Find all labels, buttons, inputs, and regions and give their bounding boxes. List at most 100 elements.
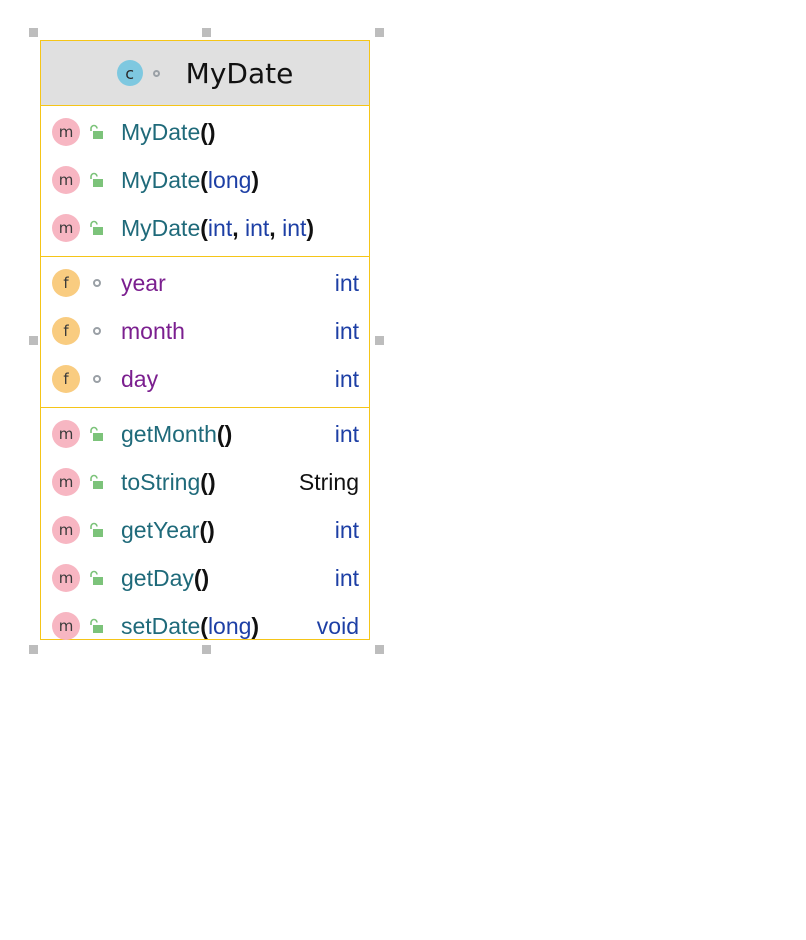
class-icon: c — [116, 60, 143, 86]
package-private-icon — [93, 327, 101, 335]
method-icon: m — [52, 420, 80, 448]
close-paren: ) — [251, 166, 260, 193]
method-name: toString — [121, 468, 201, 495]
method-row[interactable]: m getMonth() int — [41, 410, 369, 458]
resize-handle-bottom-left[interactable] — [29, 645, 38, 654]
open-paren: ( — [216, 420, 225, 447]
class-header: c MyDate — [41, 41, 369, 106]
param-type: int — [282, 214, 307, 241]
field-type: int — [334, 317, 359, 344]
close-paren: ) — [201, 564, 210, 591]
method-signature: getMonth() — [121, 421, 232, 448]
public-lock-icon — [88, 220, 104, 236]
method-name: getYear — [121, 516, 200, 543]
open-paren: ( — [200, 118, 208, 145]
close-paren: ) — [251, 612, 260, 639]
field-name: year — [121, 269, 166, 296]
method-signature: setDate(long) — [121, 613, 259, 640]
class-name: MyDate — [185, 56, 294, 90]
method-icon: m — [52, 612, 80, 640]
constructor-name: MyDate — [121, 214, 201, 241]
open-paren: ( — [199, 516, 208, 543]
field-signature: day — [121, 366, 158, 393]
method-icon: m — [52, 118, 80, 146]
field-signature: year — [121, 270, 166, 297]
method-icon: m — [52, 166, 80, 194]
method-icon: m — [52, 564, 80, 592]
package-private-icon — [93, 375, 101, 383]
field-name: day — [121, 365, 159, 392]
param-type: int — [245, 214, 270, 241]
open-paren: ( — [200, 612, 208, 639]
fields-section: f year int f month int f day int — [41, 257, 369, 408]
param-type: int — [207, 214, 233, 241]
return-type: String — [298, 468, 359, 495]
close-paren: ) — [207, 516, 215, 543]
close-paren: ) — [224, 420, 233, 447]
return-type: int — [334, 420, 359, 447]
open-paren: ( — [200, 166, 208, 193]
resize-handle-bottom-right[interactable] — [375, 645, 384, 654]
public-lock-icon — [88, 474, 104, 490]
resize-handle-middle-left[interactable] — [29, 336, 38, 345]
constructor-row[interactable]: m MyDate(long) — [41, 156, 369, 204]
resize-handle-top-right[interactable] — [375, 28, 384, 37]
method-signature: toString() — [121, 469, 216, 496]
method-icon: m — [52, 214, 80, 242]
return-type: int — [334, 516, 359, 543]
constructor-name: MyDate — [121, 166, 201, 193]
public-lock-icon — [88, 522, 104, 538]
open-paren: ( — [200, 214, 208, 241]
package-private-icon — [152, 69, 160, 77]
field-type: int — [334, 269, 359, 296]
resize-handle-bottom-center[interactable] — [202, 645, 211, 654]
public-lock-icon — [88, 570, 104, 586]
param-type: long — [207, 166, 252, 193]
open-paren: ( — [193, 564, 202, 591]
constructor-signature: MyDate() — [121, 119, 216, 146]
close-paren: ) — [207, 468, 216, 495]
method-icon: m — [52, 468, 80, 496]
constructor-signature: MyDate(long) — [121, 167, 259, 194]
field-row[interactable]: f day int — [41, 355, 369, 403]
constructor-name: MyDate — [121, 118, 201, 145]
method-signature: getDay() — [121, 565, 209, 592]
public-lock-icon — [88, 426, 104, 442]
return-type: void — [316, 612, 359, 639]
return-type: int — [334, 564, 359, 591]
field-row[interactable]: f month int — [41, 307, 369, 355]
resize-handle-top-center[interactable] — [202, 28, 211, 37]
param-separator: , — [232, 214, 245, 241]
method-name: getDay — [121, 564, 194, 591]
field-type: int — [334, 365, 359, 392]
method-row[interactable]: m getYear() int — [41, 506, 369, 554]
field-name: month — [121, 317, 185, 344]
field-row[interactable]: f year int — [41, 259, 369, 307]
param-separator: , — [269, 214, 283, 241]
public-lock-icon — [88, 172, 104, 188]
close-paren: ) — [306, 214, 315, 241]
public-lock-icon — [88, 618, 104, 634]
param-type: long — [207, 612, 252, 639]
close-paren: ) — [207, 118, 216, 145]
public-lock-icon — [88, 124, 104, 140]
method-row[interactable]: m getDay() int — [41, 554, 369, 602]
field-icon: f — [52, 317, 80, 345]
field-icon: f — [52, 365, 80, 393]
method-row[interactable]: m toString() String — [41, 458, 369, 506]
field-signature: month — [121, 318, 185, 345]
method-icon: m — [52, 516, 80, 544]
package-private-icon — [93, 279, 101, 287]
constructor-row[interactable]: m MyDate() — [41, 108, 369, 156]
method-signature: getYear() — [121, 517, 215, 544]
resize-handle-middle-right[interactable] — [375, 336, 384, 345]
open-paren: ( — [200, 468, 208, 495]
resize-handle-top-left[interactable] — [29, 28, 38, 37]
method-row[interactable]: m setDate(long) void — [41, 602, 369, 650]
field-icon: f — [52, 269, 80, 297]
constructor-signature: MyDate(int, int, int) — [121, 215, 314, 242]
